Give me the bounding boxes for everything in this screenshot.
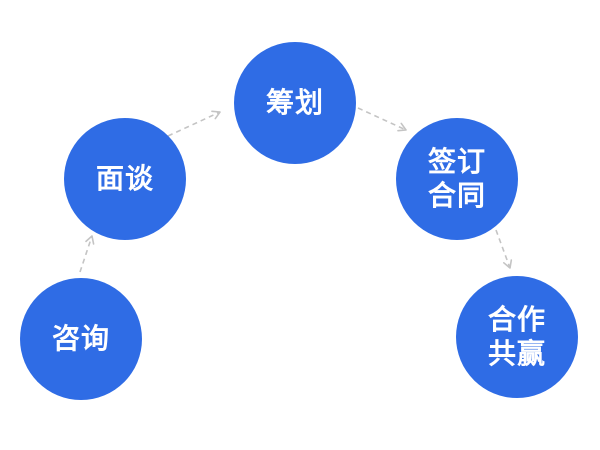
connector-n1-n2 <box>79 235 95 273</box>
connector-n4-n5 <box>495 229 513 269</box>
node-win-win-label: 合作共赢 <box>487 303 546 370</box>
connector-n2-n3 <box>167 110 221 137</box>
node-planning-label: 筹划 <box>265 86 324 119</box>
connector-n3-n4 <box>357 107 407 132</box>
node-interview-label: 面谈 <box>95 162 154 195</box>
node-consult-label: 咨询 <box>51 322 110 355</box>
node-win-win: 合作共赢 <box>456 276 578 398</box>
node-sign-contract-label: 签订合同 <box>427 145 486 212</box>
node-planning: 筹划 <box>234 42 356 164</box>
node-consult: 咨询 <box>20 278 142 400</box>
node-sign-contract: 签订合同 <box>396 118 518 240</box>
node-interview: 面谈 <box>64 118 186 240</box>
